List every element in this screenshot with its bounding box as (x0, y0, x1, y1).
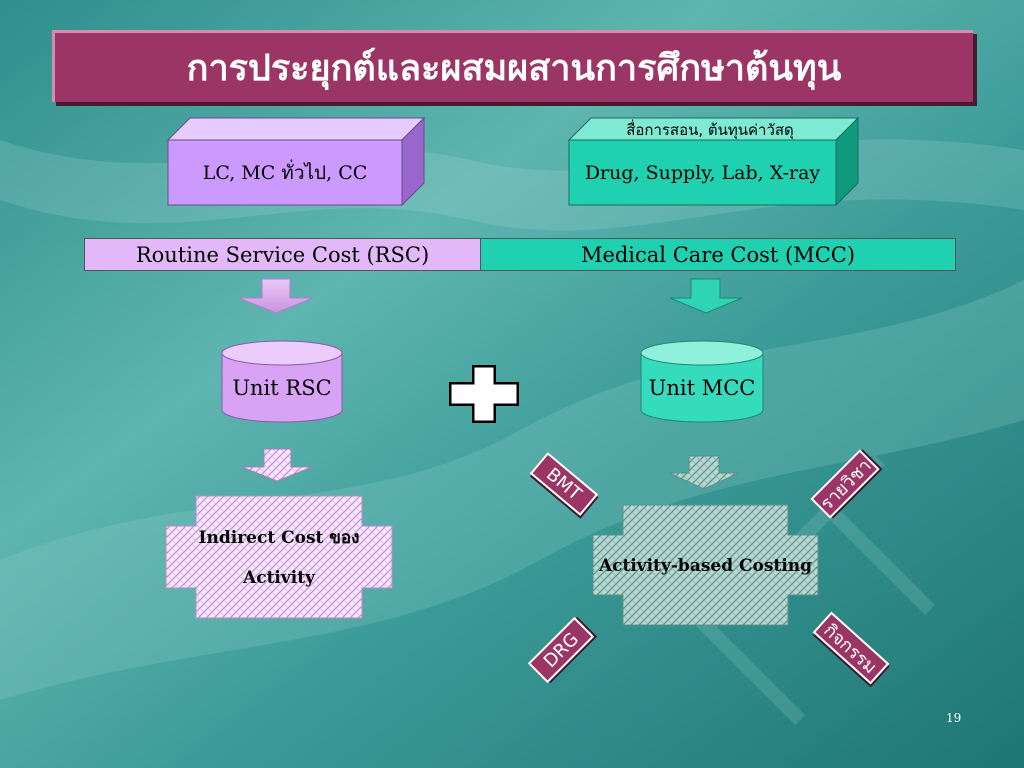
plus-icon (449, 365, 519, 423)
unit-rsc-label: Unit RSC (232, 376, 332, 400)
indirect-cost-line2: Activity (243, 568, 315, 588)
arrow-down-indirect-icon (241, 448, 313, 482)
abc-label: Activity-based Costing (598, 556, 813, 576)
slide-title: การประยุกต์และผสมผสานการศึกษาต้นทุน (186, 48, 842, 89)
unit-mcc-cylinder (640, 340, 764, 423)
arrow-down-rsc-icon (238, 278, 314, 314)
mcc-bar-label: Medical Care Cost (MCC) (580, 242, 856, 267)
indirect-cost-shape (165, 495, 393, 619)
mcc-box-label: Drug, Supply, Lab, X-ray (584, 161, 821, 184)
arrow-down-mcc-icon (669, 278, 743, 314)
mcc-cost-box (567, 116, 860, 207)
rsc-bar: Routine Service Cost (RSC) (84, 238, 481, 271)
abc-shape (592, 504, 819, 626)
page-number: 19 (946, 711, 962, 725)
rsc-cost-box (166, 116, 426, 207)
rsc-bar-label: Routine Service Cost (RSC) (135, 242, 430, 267)
unit-rsc-cylinder (221, 340, 343, 423)
mcc-bar: Medical Care Cost (MCC) (480, 238, 956, 271)
indirect-cost-label: Indirect Cost ของ Activity (166, 518, 392, 598)
title-banner: การประยุกต์และผสมผสานการศึกษาต้นทุน (52, 30, 973, 102)
indirect-cost-line1: Indirect Cost ของ (198, 528, 360, 548)
mcc-box-note: สื่อการสอน, ต้นทุนค่าวัสดุ (626, 121, 794, 139)
unit-mcc-label: Unit MCC (648, 376, 756, 400)
rsc-box-label: LC, MC ทั่วไป, CC (202, 161, 368, 184)
arrow-down-abc-icon (668, 455, 740, 490)
